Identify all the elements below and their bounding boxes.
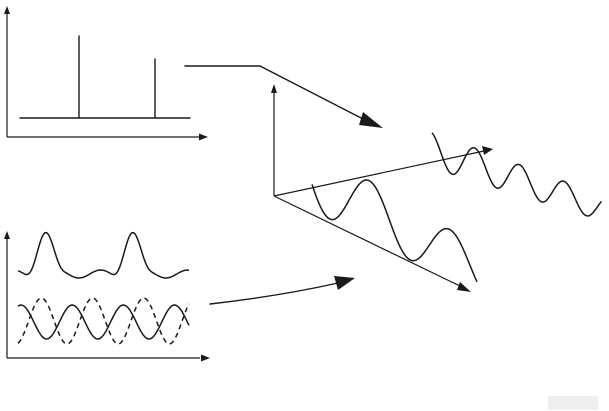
arrow-time-to-3d [210, 276, 355, 304]
three-d-panel [271, 84, 602, 292]
three-d-horizontal-axis [274, 196, 462, 287]
solid-wave-bottom [18, 305, 189, 339]
arrow-spectrum-head [359, 112, 383, 128]
arrow-time-shaft [210, 283, 338, 304]
spectrum-panel [4, 6, 208, 141]
three-d-vertical-arrowhead [271, 84, 277, 93]
time-wave-panel [4, 231, 210, 362]
three-d-curve-near [312, 180, 477, 282]
solid-wave-top [18, 233, 189, 278]
corner-patch [548, 396, 598, 410]
arrow-time-head [334, 276, 355, 290]
time-x-arrowhead [201, 355, 210, 362]
three-d-horizontal-arrowhead [457, 282, 471, 292]
arrow-spectrum-to-3d [185, 66, 383, 128]
spectrum-x-arrowhead [199, 134, 208, 141]
three-d-curve-far [432, 133, 602, 216]
spectrum-y-arrowhead [4, 6, 10, 14]
three-d-depth-arrowhead [482, 146, 493, 155]
time-y-arrowhead [4, 231, 10, 239]
